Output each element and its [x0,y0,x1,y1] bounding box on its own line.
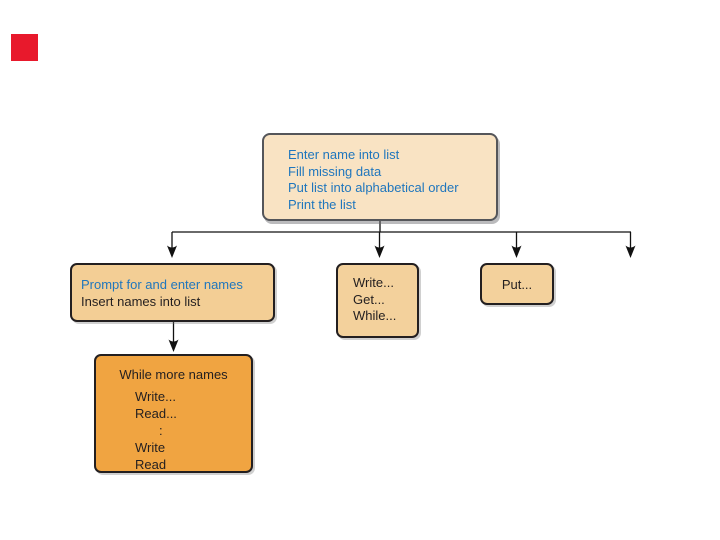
loop-box-body: Write... Read... : Write Read [96,388,251,473]
arrowhead-icon [511,245,522,258]
loop-statement: Write... [135,388,176,404]
loop-statement: Read [135,456,167,472]
loop-statement: Write [135,439,166,455]
loop-box-title: While more names [119,367,228,382]
subtask-prompt-insert-box: Prompt for and enter names Insert names … [70,263,275,322]
root-task-line: Print the list [288,197,356,213]
subtask-line-highlighted: Prompt for and enter names [81,277,243,292]
arrowhead-icon [625,245,636,258]
subtask-line: Get... [353,291,385,307]
root-task-line: Enter name into list [288,147,400,162]
connector-tree-lines [171,221,632,343]
subtask-write-get-while-box: Write... Get... While... [336,263,419,338]
subtask-line: While... [353,308,397,324]
loop-statement: Read... [135,405,177,421]
arrowhead-icon [168,339,179,352]
arrowhead-icon [374,245,385,258]
root-task-line: Fill missing data [288,163,382,179]
loop-continuation-colon: : [159,422,163,438]
subtask-line: Put... [501,277,533,292]
root-task-line: Put list into alphabetical order [288,180,459,196]
subtask-line: Insert names into list [81,293,201,309]
subtask-line: Write... [353,275,394,290]
root-task-box: Enter name into list Fill missing data P… [262,133,498,221]
while-loop-detail-box: While more names Write... Read... : Writ… [94,354,253,473]
subtask-put-box: Put... [480,263,554,305]
arrowhead-icon [167,245,177,258]
red-square-decoration [11,34,38,61]
